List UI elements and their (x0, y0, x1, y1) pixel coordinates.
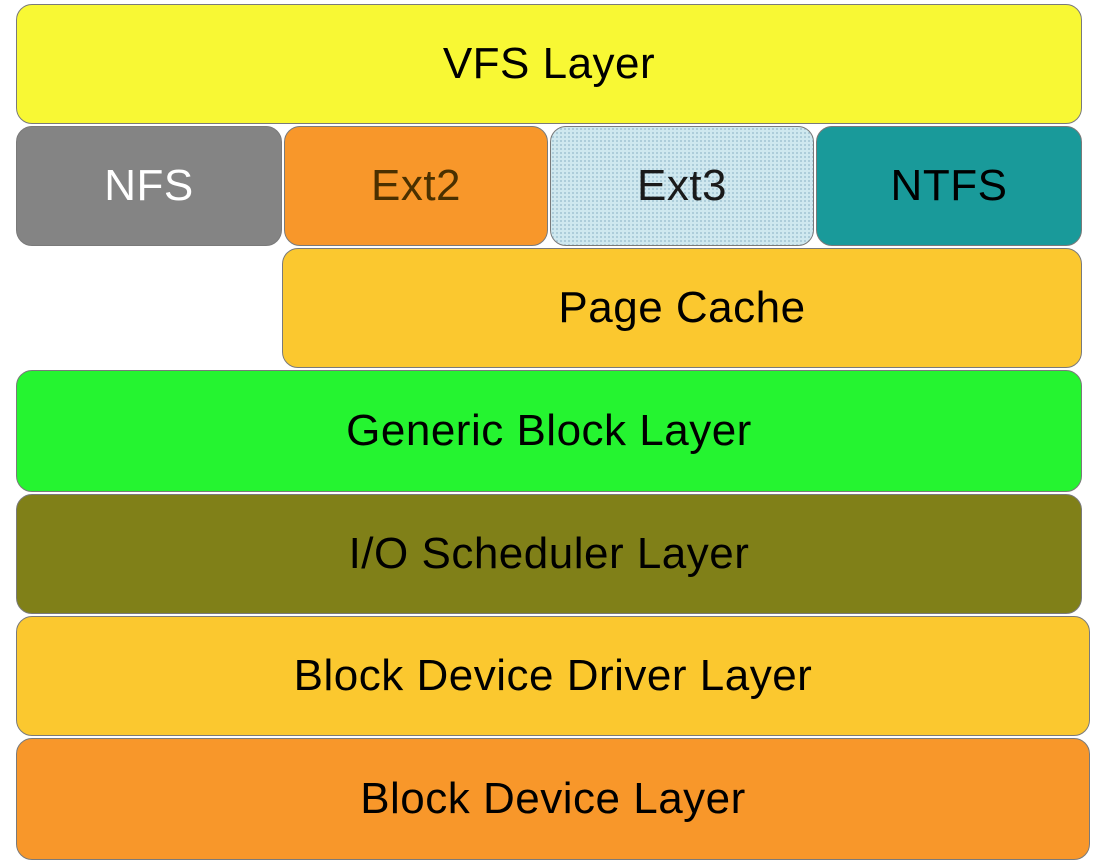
nfs-label: NFS (104, 161, 194, 210)
ntfs-label: NTFS (890, 161, 1008, 210)
block-device-layer-block: Block Device Layer (16, 738, 1090, 860)
block-device-layer-label: Block Device Layer (360, 774, 746, 823)
ext2-block: Ext2 (284, 126, 548, 246)
page-cache-label: Page Cache (558, 283, 806, 332)
io-scheduler-layer-block: I/O Scheduler Layer (16, 494, 1082, 614)
io-scheduler-layer-label: I/O Scheduler Layer (348, 529, 750, 578)
block-device-driver-layer-block: Block Device Driver Layer (16, 616, 1090, 736)
ext3-label: Ext3 (636, 161, 728, 210)
nfs-block: NFS (16, 126, 282, 246)
vfs-layer-block: VFS Layer (16, 4, 1082, 124)
vfs-layer-label: VFS Layer (442, 39, 656, 88)
generic-block-layer-label: Generic Block Layer (346, 406, 752, 455)
ext3-block: Ext3 (550, 126, 814, 246)
generic-block-layer-block: Generic Block Layer (16, 370, 1082, 492)
ext2-label: Ext2 (370, 161, 462, 210)
block-device-driver-layer-label: Block Device Driver Layer (293, 651, 813, 700)
ntfs-block: NTFS (816, 126, 1082, 246)
page-cache-block: Page Cache (282, 248, 1082, 368)
